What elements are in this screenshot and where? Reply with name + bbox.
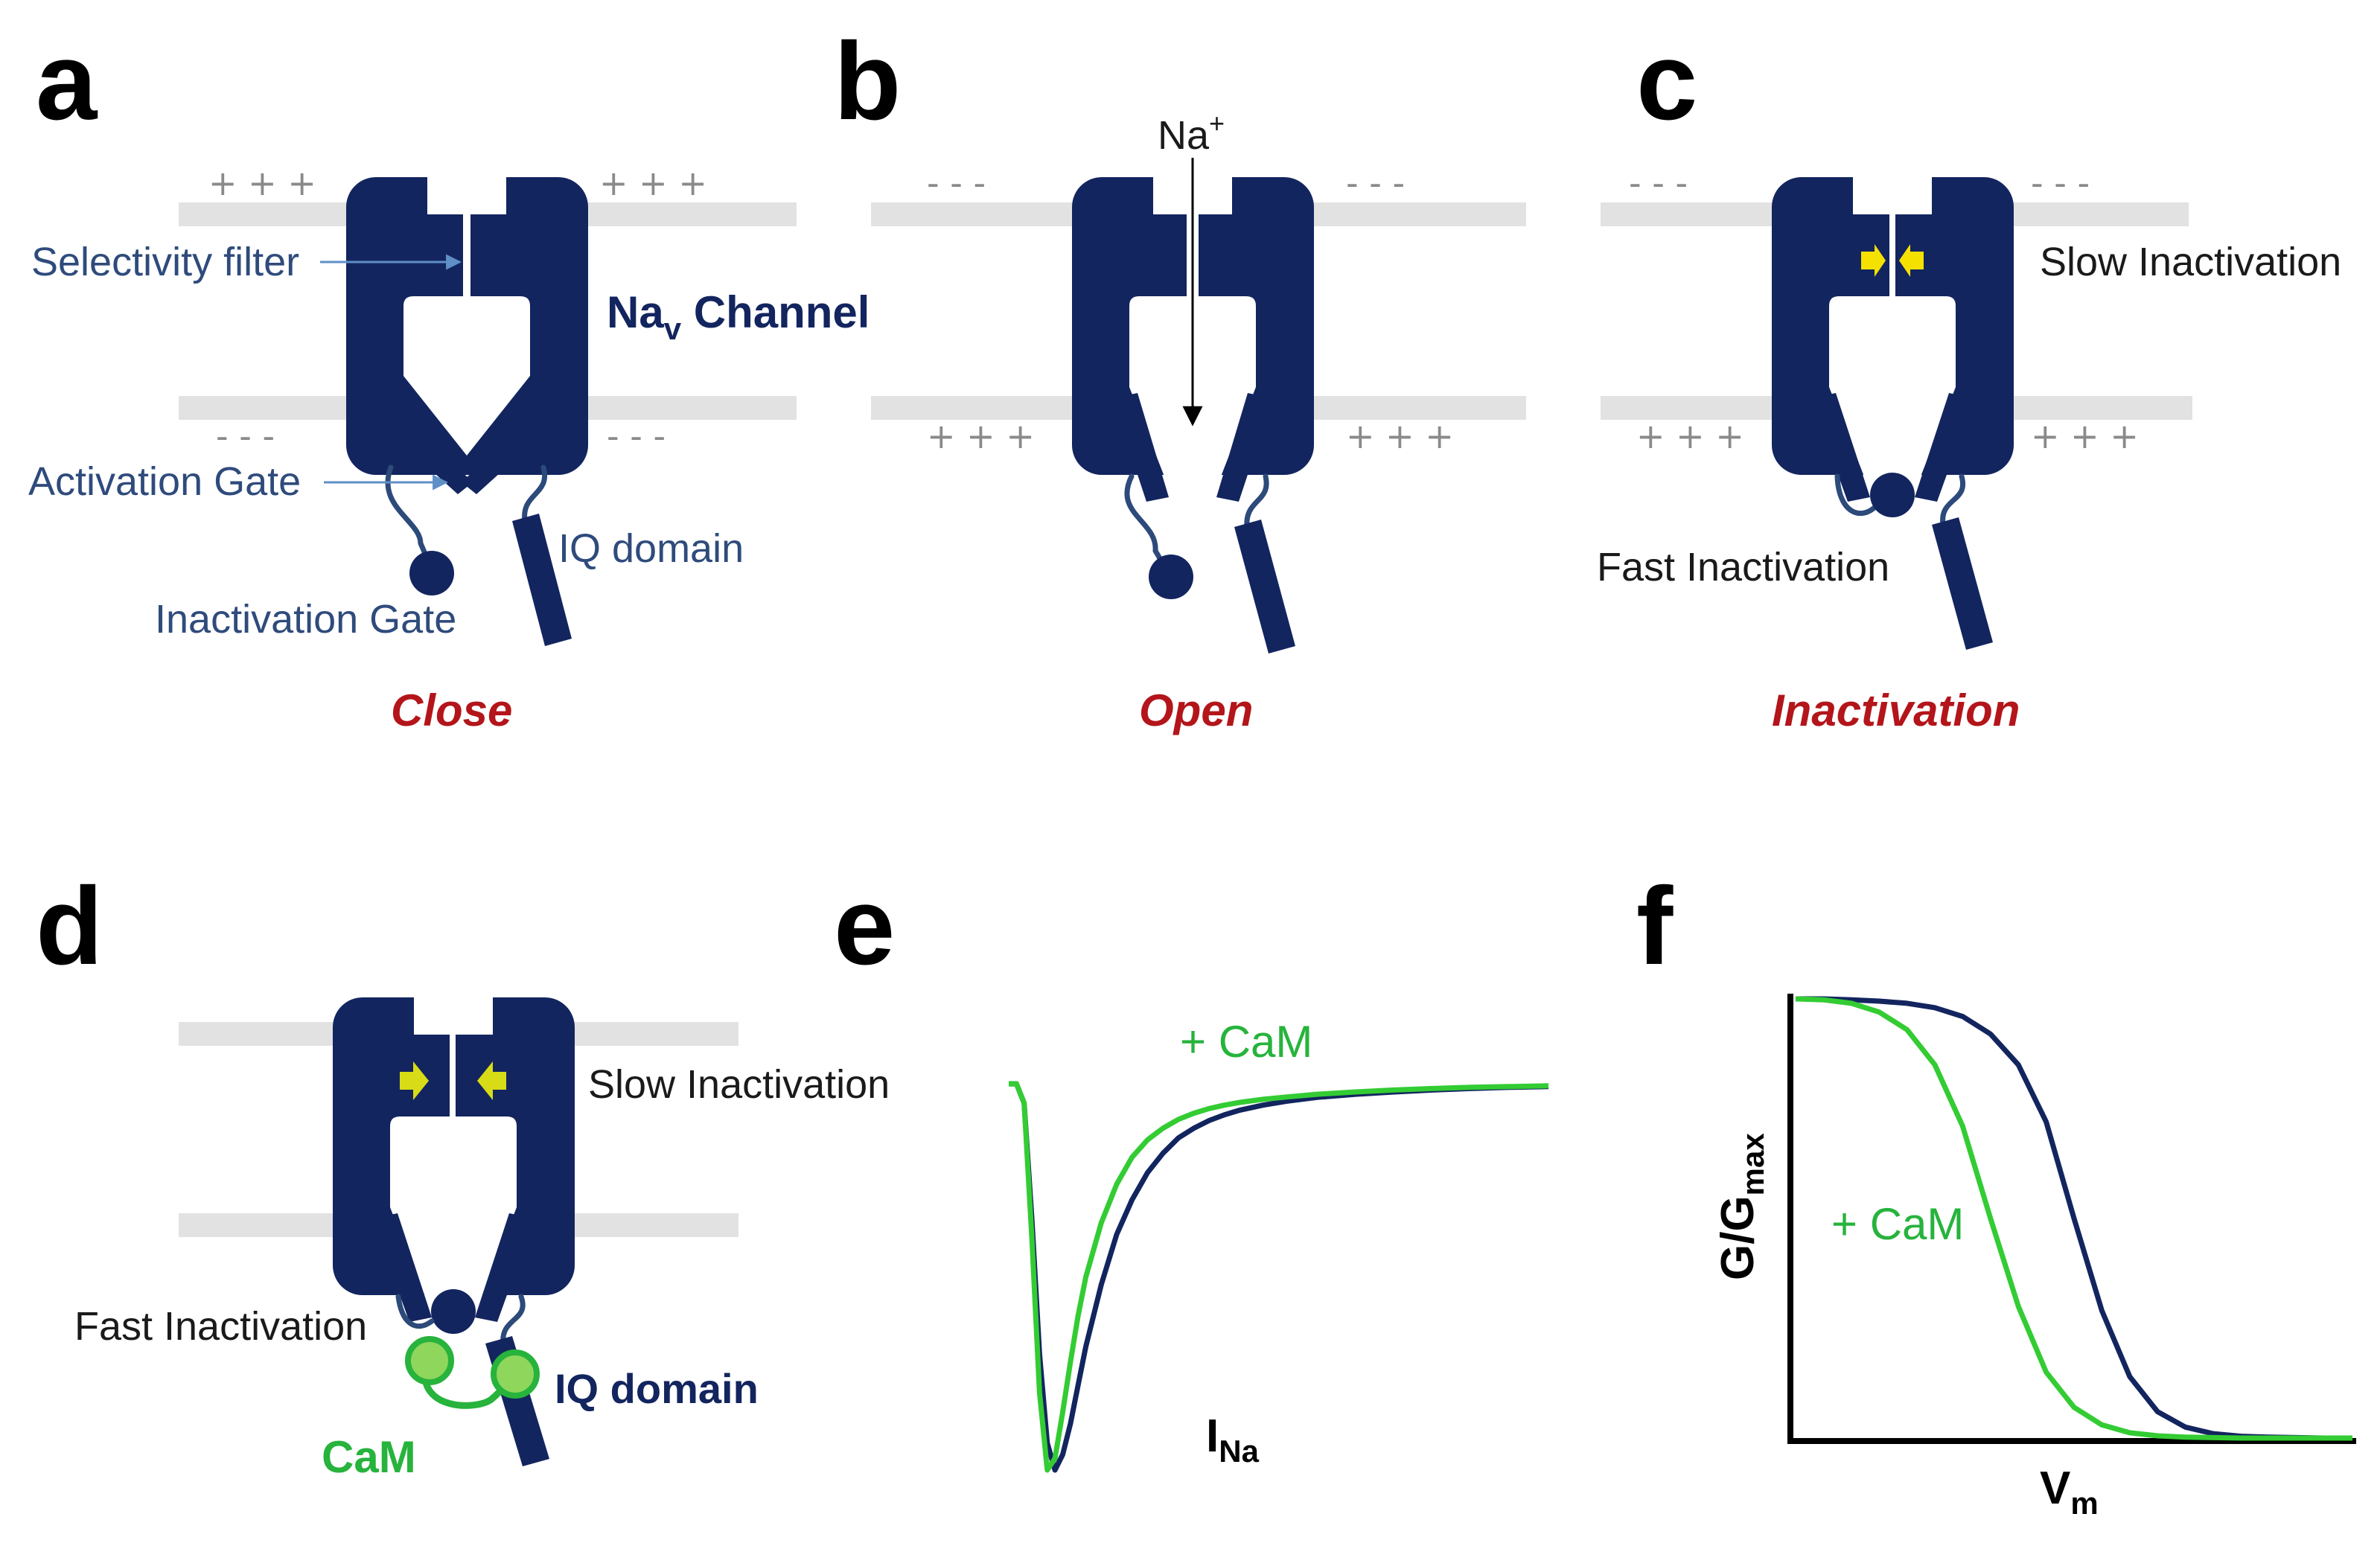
charges-top-left-b: - - - [927, 163, 986, 203]
trace-f-cam [1795, 996, 2352, 1441]
label-activation-gate: Activation Gate [28, 459, 301, 504]
charges-bottom-right-c: + + + [2031, 416, 2139, 456]
charges-bottom-left-a: - - - [216, 416, 275, 456]
trace-e-control [1009, 1081, 1549, 1473]
panel-letter-d: d [36, 865, 103, 988]
series-label-cam: + CaM [1831, 1199, 1964, 1249]
inactivation-gate-ball-bound [431, 1289, 476, 1334]
inactivation-gate-ball-bound [1870, 473, 1915, 517]
panel-d: d Slow Inactivation Fast Inactivation IQ… [36, 865, 890, 1482]
panel-a: a + + + + + + - - - - - - Selectivity fi… [28, 20, 870, 735]
label-cam: CaM [322, 1432, 416, 1482]
channel-vestibule [403, 296, 530, 456]
pore-mouth [414, 997, 493, 1035]
y-axis-label: G/Gmax [1712, 1133, 1770, 1280]
charges-top-left-a: + + + [208, 163, 316, 203]
inactivation-gate-ball [409, 551, 454, 595]
cam-lobe-c [491, 1349, 540, 1399]
charges-top-left-c: - - - [1629, 163, 1688, 203]
label-slow-inactivation: Slow Inactivation [2040, 240, 2341, 284]
panel-letter-e: e [834, 865, 895, 988]
label-inactivation-gate: Inactivation Gate [155, 597, 456, 642]
iq-linker [1244, 473, 1269, 530]
iq-domain-helix [1234, 520, 1295, 654]
nav-channel-inactivated [1772, 177, 2014, 650]
pore-mouth [427, 177, 506, 214]
trace-e-cam [1009, 1081, 1549, 1473]
yellow-arrow-left-icon [477, 1061, 506, 1100]
nav-channel-cam-bound [333, 997, 575, 1466]
panel-letter-b: b [834, 20, 901, 143]
pore-mouth [1853, 177, 1932, 214]
state-label-inactivation: Inactivation [1772, 686, 2020, 735]
selectivity-filter [1889, 214, 1895, 296]
panel-f: f + CaM G/Gmax Vm [1636, 865, 2356, 1521]
yellow-arrow-left-icon [1899, 244, 1924, 277]
iq-linker [1940, 473, 1966, 528]
selectivity-filter [450, 1035, 456, 1116]
charges-top-right-a: + + + [599, 163, 707, 203]
label-iq-domain: IQ domain [555, 1365, 759, 1412]
panel-letter-c: c [1636, 20, 1697, 143]
panel-c: c - - - - - - + + + + + + Slow Inactivat… [1597, 20, 2341, 735]
inactivation-gate-ball [1149, 555, 1193, 599]
activation-gate-left-segment [372, 1213, 432, 1322]
inactivation-linker [1834, 473, 1879, 516]
label-sodium-ion: Na+ [1158, 108, 1225, 158]
nav-channel-closed [346, 177, 588, 646]
label-iq-domain: IQ domain [558, 526, 744, 571]
activation-gate-right-segment [462, 408, 562, 494]
series-label-cam: + CaM [1180, 1017, 1312, 1067]
iq-domain-helix [1932, 517, 1993, 650]
charges-bottom-right-a: - - - [607, 416, 666, 456]
label-selectivity-filter: Selectivity filter [31, 240, 299, 284]
iq-linker [500, 1294, 526, 1346]
selectivity-filter [463, 214, 470, 296]
state-label-open: Open [1139, 686, 1253, 735]
conductance-plot [1795, 996, 2352, 1441]
iq-linker [522, 464, 548, 524]
panel-letter-a: a [36, 20, 98, 143]
activation-gate-right-segment [475, 1213, 535, 1322]
yellow-arrow-right-icon [400, 1061, 429, 1100]
activation-gate-left-segment [372, 408, 473, 494]
charges-top-right-b: - - - [1346, 163, 1405, 203]
charges-top-right-c: - - - [2031, 163, 2090, 203]
yellow-arrow-right-icon [1861, 244, 1886, 277]
current-trace-plot [1009, 1081, 1549, 1473]
activation-gate-right-segment [1216, 393, 1273, 502]
activation-gate-left-segment [1112, 393, 1169, 502]
inactivation-linker [1124, 473, 1168, 570]
panel-b: b - - - - - - + + + + + + Na+ Open [834, 20, 1526, 735]
charges-bottom-left-c: + + + [1636, 416, 1744, 456]
channel-vestibule [390, 1116, 517, 1297]
charges-bottom-right-b: + + + [1346, 416, 1454, 456]
activation-gate-right-segment [1915, 393, 1974, 502]
label-fast-inactivation: Fast Inactivation [1597, 545, 1889, 590]
cam-lobe-n [405, 1336, 454, 1385]
label-ina: INa [1206, 1411, 1260, 1469]
panel-letter-f: f [1636, 865, 1674, 988]
activation-gate-left-segment [1810, 393, 1870, 502]
charges-bottom-left-b: + + + [927, 416, 1035, 456]
label-slow-inactivation: Slow Inactivation [588, 1062, 890, 1107]
state-label-close: Close [391, 686, 512, 735]
panel-e: e + CaM INa [834, 865, 1549, 1473]
channel-vestibule [1829, 296, 1956, 476]
x-axis-label: Vm [2040, 1463, 2099, 1521]
iq-domain-helix [512, 514, 572, 646]
label-fast-inactivation: Fast Inactivation [74, 1304, 367, 1349]
inactivation-linker [385, 464, 433, 569]
inactivation-linker [395, 1294, 435, 1329]
label-nav-channel: Nav Channel [607, 287, 870, 346]
